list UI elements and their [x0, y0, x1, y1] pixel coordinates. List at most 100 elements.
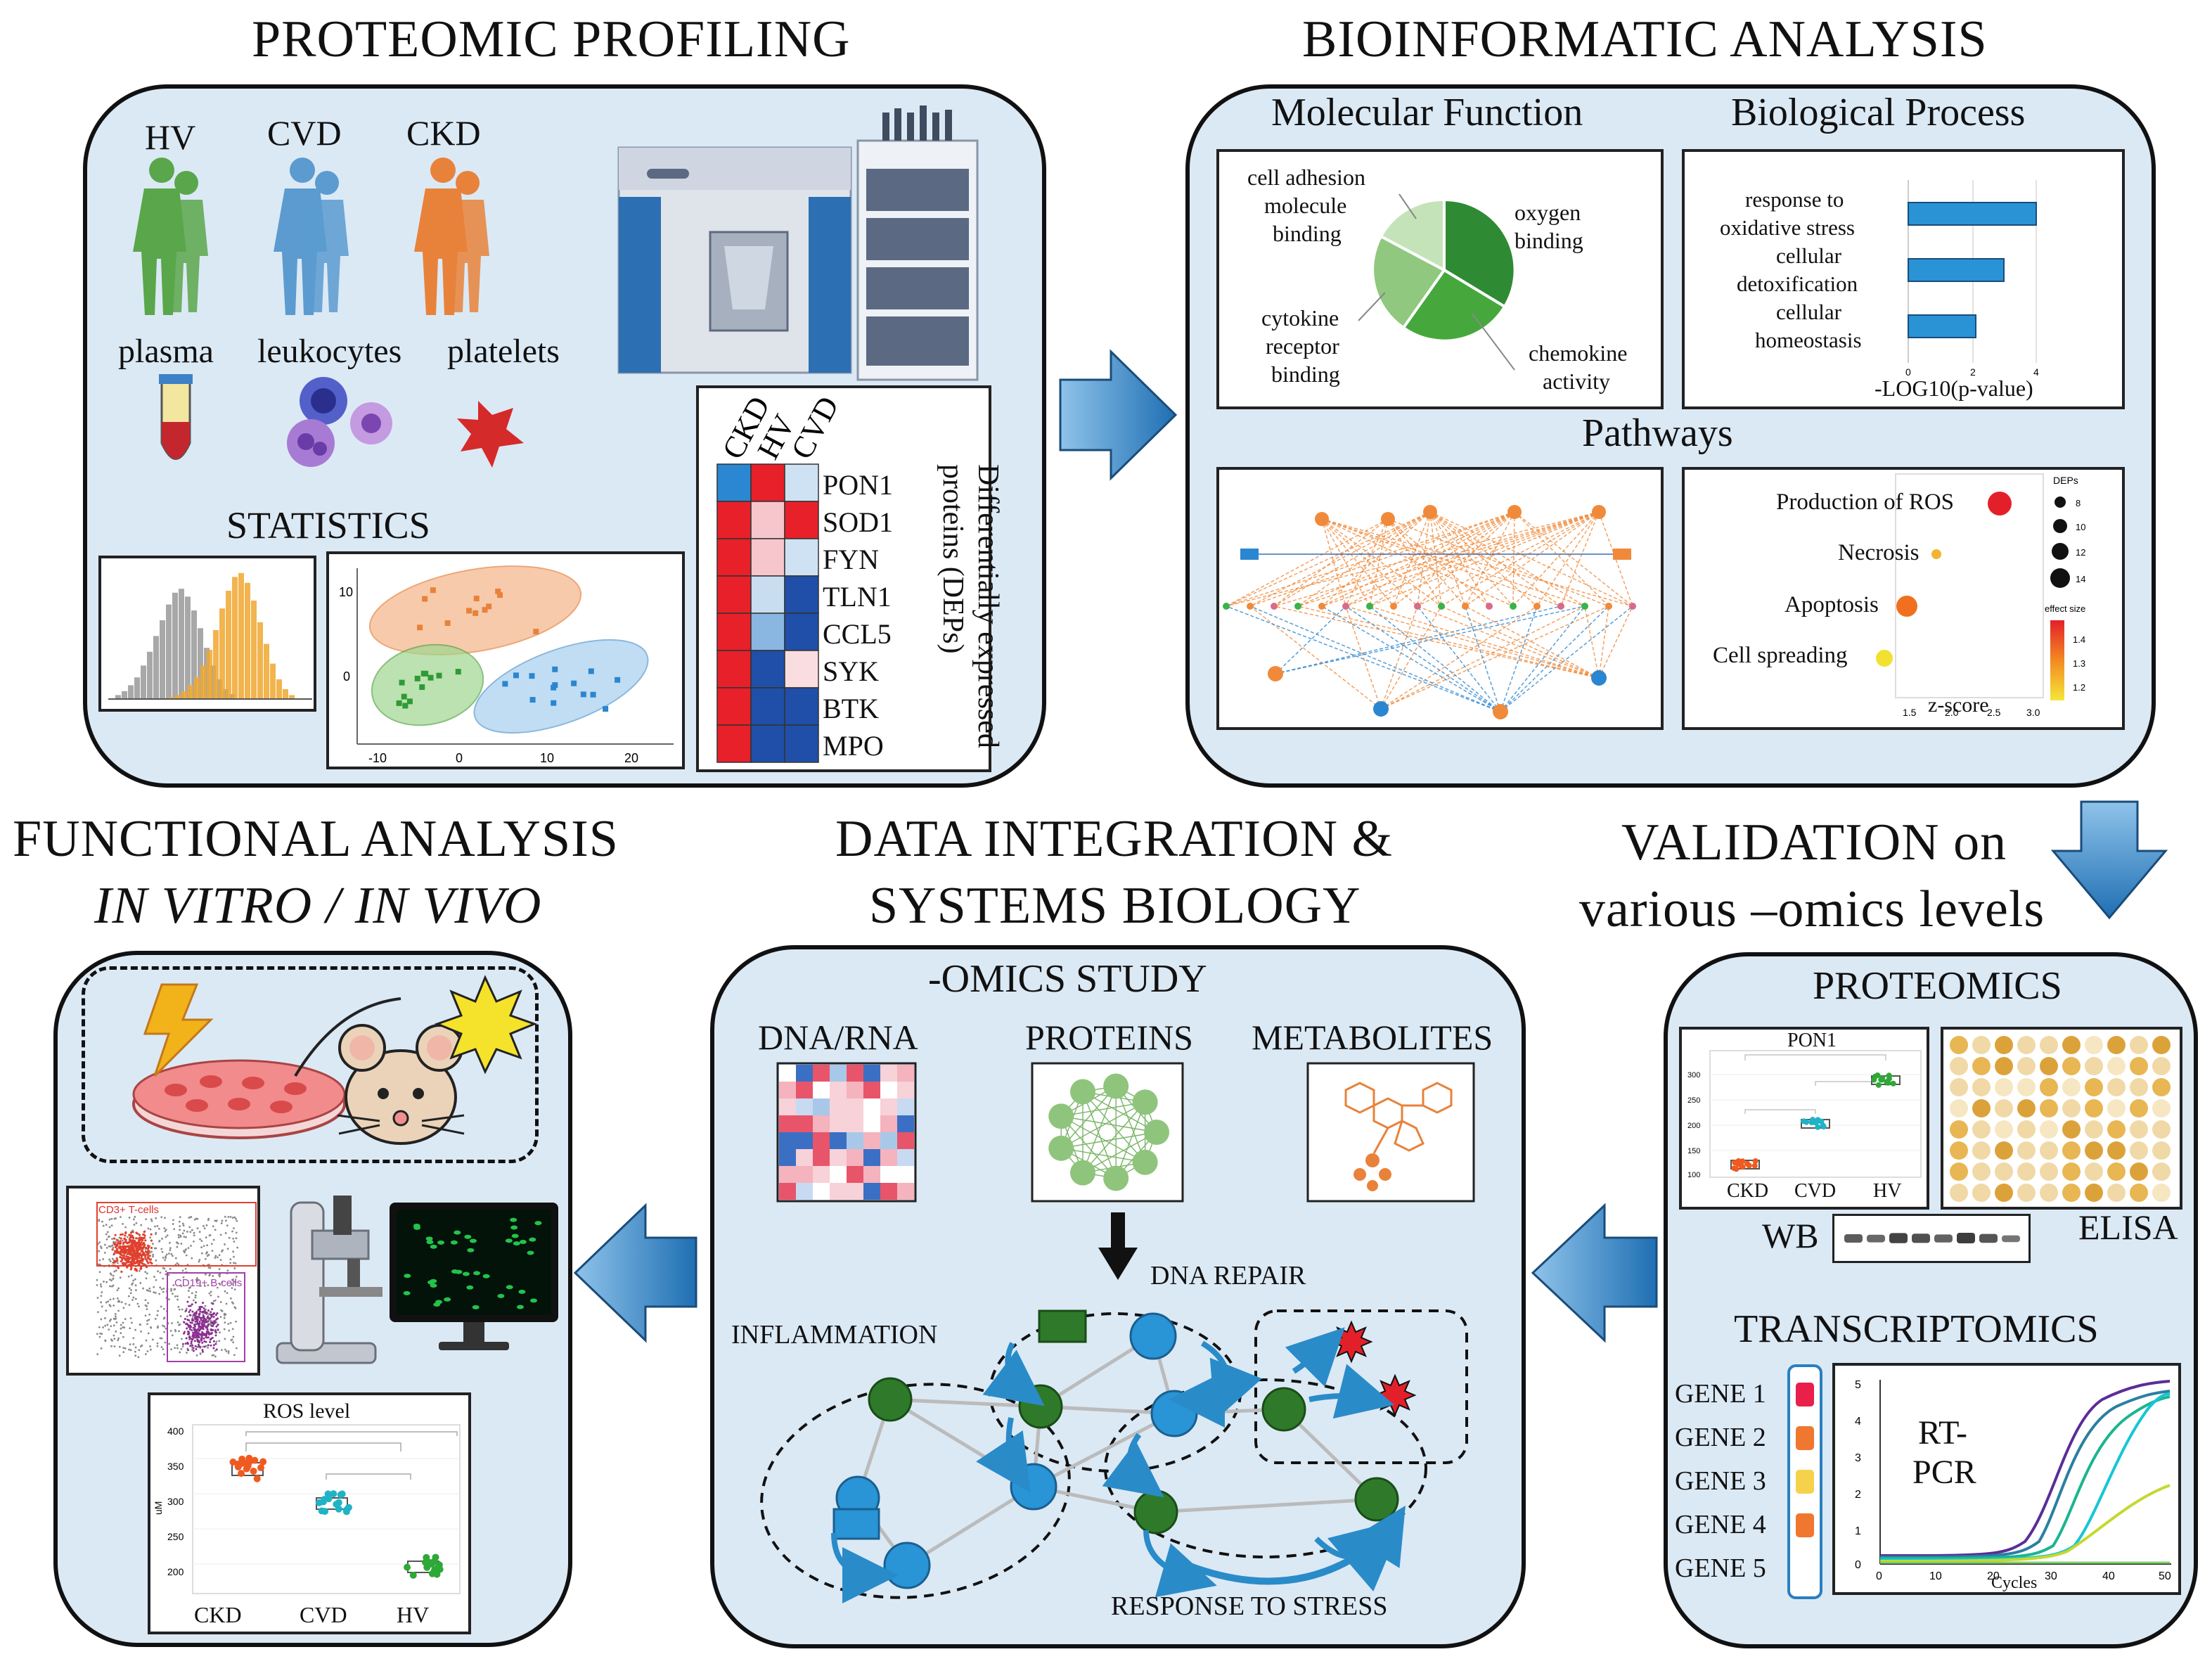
flow-dot [164, 1341, 167, 1344]
flow-dot [207, 1344, 210, 1347]
network-node [1414, 603, 1421, 610]
flow-dot [177, 1263, 180, 1266]
elisa-well [2152, 1184, 2171, 1202]
histogram-bar [175, 695, 181, 699]
network-edge [1393, 511, 1515, 607]
protein-node [1103, 1073, 1129, 1099]
flow-dot [147, 1256, 150, 1259]
flow-dot [110, 1217, 113, 1220]
pca-xtick: -10 [368, 751, 387, 765]
flow-dot [120, 1256, 123, 1259]
ros-point [423, 1563, 431, 1571]
pon-ytick: 200 [1687, 1122, 1700, 1130]
flow-dot [219, 1331, 221, 1334]
flow-dot [132, 1247, 135, 1250]
omics-heat-cell [880, 1149, 897, 1166]
ros-point [345, 1504, 352, 1511]
omics-heat-cell [796, 1149, 813, 1166]
flow-dot [188, 1324, 191, 1327]
network-edge [1321, 518, 1394, 607]
flow-dot [136, 1232, 139, 1235]
flow-dot [214, 1343, 217, 1345]
flow-dot [136, 1302, 139, 1305]
flow-dot [169, 1268, 172, 1270]
flow-dot [166, 1234, 169, 1237]
flow-dot [108, 1304, 111, 1307]
flow-dot [198, 1345, 200, 1348]
flow-dot [155, 1233, 157, 1236]
flow-dot [172, 1219, 174, 1222]
flow-dot [109, 1260, 112, 1262]
flow-dot [176, 1344, 179, 1347]
ros-group-ckd: CKD [194, 1602, 242, 1627]
flow-dot [194, 1320, 197, 1323]
elisa-well [1972, 1120, 1991, 1139]
omics-col-metabolites: METABOLITES [1252, 1018, 1493, 1057]
flow-dot [184, 1251, 186, 1254]
pon-ytick: 250 [1687, 1096, 1700, 1105]
flow-dot [101, 1305, 103, 1308]
elisa-well [2085, 1099, 2103, 1117]
omics-heat-cell [813, 1132, 830, 1149]
flow-dot [135, 1222, 138, 1224]
omics-heat-cell [847, 1115, 863, 1132]
flow-dot [129, 1292, 132, 1295]
flow-dot [221, 1281, 224, 1283]
network-edge [1297, 511, 1431, 607]
flow-dot [96, 1297, 99, 1299]
ros-ylabel: uM [153, 1501, 164, 1515]
elisa-well [2152, 1057, 2171, 1075]
network-edge [1387, 518, 1466, 607]
flow-dot [98, 1326, 101, 1328]
flow-dot [134, 1241, 137, 1244]
biological-process-title: Biological Process [1731, 91, 2026, 134]
pca-point [603, 705, 609, 712]
histogram-bar [188, 685, 193, 699]
flow-dot [233, 1288, 236, 1291]
blot-band [1979, 1234, 1998, 1243]
omics-heat-cell [796, 1183, 813, 1200]
bp-xtick: 4 [2033, 366, 2039, 378]
flow-dot [157, 1309, 159, 1312]
elisa-well [2062, 1141, 2081, 1160]
flow-dot [108, 1218, 111, 1221]
dot-xtick: 2.5 [1987, 707, 2001, 718]
flow-dot [204, 1257, 207, 1260]
omics-heat-cell [863, 1098, 880, 1115]
elisa-well [2085, 1057, 2103, 1075]
network-node [1223, 603, 1230, 610]
flow-dot [200, 1336, 203, 1339]
omics-heat-cell [796, 1132, 813, 1149]
pon-point [1752, 1158, 1758, 1164]
histogram-bar [141, 665, 146, 699]
flow-dot [174, 1295, 176, 1297]
flow-dot [181, 1345, 184, 1348]
elisa-well [2085, 1162, 2103, 1181]
flow-dot [219, 1283, 221, 1286]
flow-dot [214, 1350, 217, 1352]
gene-expression-bar [1787, 1364, 1822, 1599]
dep-heatmap: CKD HV CVD [716, 391, 845, 763]
monitor-cell [437, 1240, 445, 1245]
network-node [1613, 549, 1631, 560]
flow-dot [122, 1242, 125, 1245]
flow-dot [106, 1324, 109, 1326]
flow-dot [193, 1332, 195, 1335]
flow-dot [195, 1315, 198, 1318]
omics-heat-cell [779, 1149, 796, 1166]
elisa-well [2040, 1120, 2058, 1139]
pon-point [1875, 1082, 1882, 1088]
systems-biology-title: SYSTEMS BIOLOGY [869, 877, 1361, 935]
flow-dot [177, 1236, 180, 1239]
flow-dot [214, 1219, 217, 1222]
flow-dot [195, 1347, 198, 1350]
heatmap-cell [750, 613, 785, 651]
histogram-bar [289, 695, 295, 699]
flow-dot [105, 1224, 108, 1226]
elisa-well [1972, 1162, 1991, 1181]
flow-dot [186, 1300, 189, 1303]
flow-dot [105, 1281, 108, 1283]
flow-dot [145, 1277, 148, 1280]
omics-heat-cell [779, 1115, 796, 1132]
histogram-bar [169, 697, 174, 699]
